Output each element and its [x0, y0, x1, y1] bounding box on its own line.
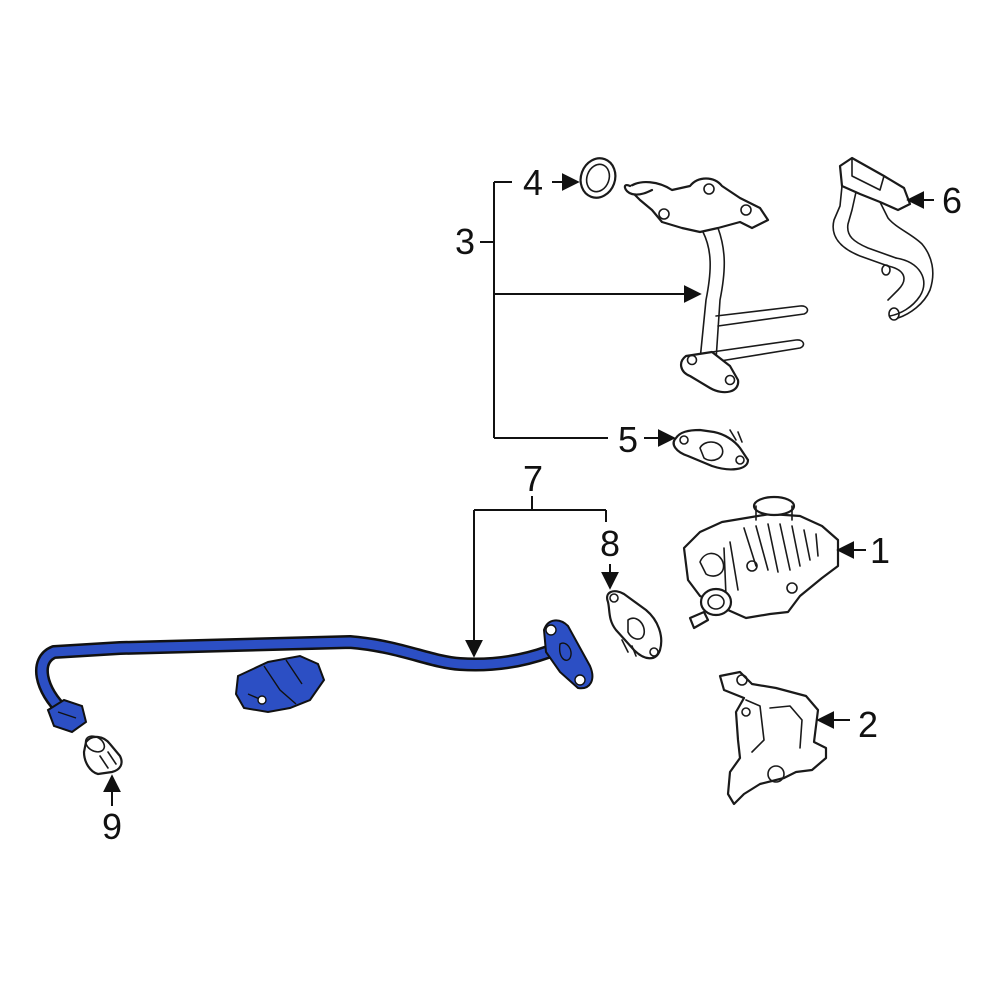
callout-2: 2 [858, 704, 878, 745]
part-8-gasket [606, 590, 663, 660]
part-2-bracket [718, 670, 828, 806]
part-7-highlighted-pipe [34, 619, 594, 734]
part-9-fitting [82, 735, 123, 776]
callout-3: 3 [455, 221, 475, 262]
part-5-gasket [672, 428, 750, 471]
part-1-egr-valve [682, 495, 840, 630]
callout-5: 5 [618, 419, 638, 460]
callout-6: 6 [942, 180, 962, 221]
callout-4: 4 [523, 162, 543, 203]
callout-7: 7 [523, 458, 543, 499]
part-4-o-ring [579, 157, 617, 199]
callout-1: 1 [870, 530, 890, 571]
callout-9: 9 [102, 806, 122, 847]
part-6-sensor-hose [832, 156, 934, 321]
callout-8: 8 [600, 523, 620, 564]
leader-lines [103, 173, 934, 806]
part-3-egr-pipe [623, 177, 809, 394]
